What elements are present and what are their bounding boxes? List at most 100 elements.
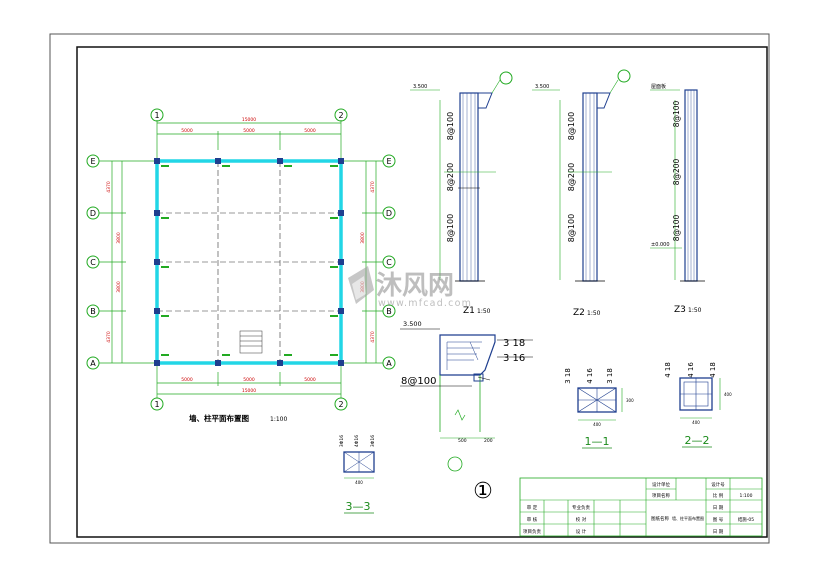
sec2-width: 400 [692, 420, 700, 425]
tb-design-unit: 设计单位 [652, 481, 670, 488]
dimension-lines-top [156, 120, 342, 158]
sec2-height: 400 [724, 392, 732, 397]
tb-right-label-3: 日 期 [713, 505, 724, 511]
z3-elev-bottom: ±0.000 [651, 242, 670, 248]
tb-right-label-4: 图 号 [713, 517, 724, 523]
z2-elev: 3.500 [535, 84, 549, 90]
sec1-top-rebar: 3 18 [564, 368, 572, 384]
sec3-width: 400 [355, 480, 363, 485]
dim-top-2: 5000 [243, 128, 255, 134]
detail-dim-b: 200 [484, 438, 493, 444]
column-z3-elevation: 屋面板 8@100 8@200 8@100 ±0.000 Z3 1:50 [650, 83, 705, 315]
dim-bottom-2: 5000 [243, 377, 255, 383]
dim-right-2: 3800 [360, 232, 366, 244]
z1-label: Z1 [463, 306, 475, 316]
watermark-logo [348, 266, 374, 304]
tb-sign-2a: 审 核 [527, 516, 538, 523]
tb-right-label-2: 比 例 [713, 492, 724, 499]
watermark-brand: 沐风网 [376, 271, 454, 301]
tb-drawing-number: 结施-05 [738, 516, 754, 523]
tb-right-label-5: 日 期 [713, 529, 724, 535]
plan-legend [239, 330, 263, 354]
sec3-right-rebar: 3Φ16 [370, 435, 376, 447]
z2-rebar-mid: 8@200 [567, 163, 576, 191]
watermark: 沐风网 www.mfcad.com [348, 266, 472, 309]
axis-label-2-bottom: 2 [338, 400, 343, 409]
tb-project-name: 项目名称 [652, 492, 670, 499]
z1-rebar-bottom: 8@100 [446, 214, 455, 242]
detail-rebar-side: 3 16 [503, 353, 525, 364]
axis-B-right: B [386, 307, 392, 316]
axis-A-left: A [90, 359, 96, 368]
detail-1: 3.500 3 18 3 16 8@100 500 200 [400, 320, 533, 472]
axis-C-left: C [90, 258, 96, 267]
sec3-mid-rebar: 4Φ16 [354, 435, 360, 447]
plan-title: 墙、柱平面布置图 [189, 413, 249, 423]
z2-scale: 1:50 [587, 310, 601, 317]
dim-left-1: 4370 [106, 181, 112, 193]
axis-E-right: E [386, 157, 391, 166]
axis-A-right: A [386, 359, 392, 368]
grid-lines [157, 161, 341, 363]
tb-sign-1b: 专业负责 [572, 504, 590, 511]
axis-B-left: B [90, 307, 96, 316]
z3-rebar-mid: 8@200 [672, 158, 681, 185]
sec2-top-rebar: 4 18 [664, 362, 672, 378]
z1-elev: 3.500 [413, 84, 427, 90]
z3-rebar-top: 8@100 [672, 100, 681, 127]
dim-top-total: 15000 [242, 117, 256, 123]
sec1-width: 400 [593, 422, 601, 427]
z2-label: Z2 [573, 308, 585, 318]
sheet-number: ① [473, 479, 493, 504]
tb-drawing-name-label: 图纸名称 [651, 515, 669, 522]
z3-elev: 屋面板 [651, 83, 666, 90]
sec2-mid-rebar: 4 16 [687, 362, 695, 378]
axis-D-left: D [90, 209, 96, 218]
dim-right-4: 4370 [370, 331, 376, 343]
sec1-mid-rebar: 4 16 [586, 368, 594, 384]
sec2-right-rebar: 4 18 [709, 362, 717, 378]
tb-sign-3b: 设 计 [576, 528, 587, 535]
dimension-lines-sides [99, 160, 383, 364]
axis-E-left: E [90, 157, 95, 166]
sec2-label: 2—2 [685, 434, 710, 447]
z2-rebar-bottom: 8@100 [567, 214, 576, 242]
axis-label-1-top: 1 [154, 111, 159, 120]
column-z1-elevation: 3.500 8@100 8@200 8@100 Z1 1:50 [410, 71, 513, 316]
axis-label-2-top: 2 [338, 111, 343, 120]
sec1-label: 1—1 [585, 435, 610, 448]
detail-rebar-top: 3 18 [503, 338, 525, 349]
column-z2-elevation: 3.500 8@100 8@200 8@100 Z2 1:50 [532, 69, 631, 318]
tb-scale-value: 1:100 [740, 493, 753, 499]
tb-sign-2b: 校 对 [576, 516, 587, 523]
plan-columns [154, 158, 344, 366]
watermark-url: www.mfcad.com [378, 298, 472, 309]
tb-sign-3a: 项目负责 [523, 528, 541, 535]
dim-bottom-1: 5000 [181, 377, 193, 383]
section-1-1: 3 18 4 16 3 18 400 300 1—1 [564, 368, 634, 449]
z2-rebar-top: 8@100 [567, 112, 576, 140]
z3-rebar-bottom: 8@100 [672, 214, 681, 241]
plan-view: 1 2 1 2 15000 5000 5000 5000 500 [86, 108, 396, 423]
section-3-3: 3Φ16 4Φ16 3Φ16 400 3—3 [339, 435, 376, 514]
sec3-label: 3—3 [346, 500, 371, 513]
tb-right-label-1: 设计号 [711, 481, 725, 488]
sec3-top-rebar: 3Φ16 [339, 435, 345, 447]
tb-drawing-name: 墙、柱平面布置图 [672, 515, 704, 521]
sec1-right-rebar: 3 18 [606, 368, 614, 384]
plan-scale: 1:100 [270, 416, 287, 423]
z3-scale: 1:50 [688, 307, 702, 314]
z1-rebar-mid: 8@200 [446, 163, 455, 191]
dim-bottom-3: 5000 [304, 377, 316, 383]
dim-left-2: 3800 [116, 232, 122, 244]
detail-dim-a: 500 [458, 438, 467, 444]
inner-frame [76, 46, 768, 538]
z3-label: Z3 [674, 305, 686, 315]
detail-marker-circle [447, 456, 463, 472]
section-2-2: 4 18 4 16 4 18 400 400 2—2 [664, 362, 732, 448]
dim-bottom-total: 15000 [242, 388, 256, 394]
column-tags [161, 165, 338, 356]
dim-top-1: 5000 [181, 128, 193, 134]
axis-C-right: C [386, 258, 392, 267]
